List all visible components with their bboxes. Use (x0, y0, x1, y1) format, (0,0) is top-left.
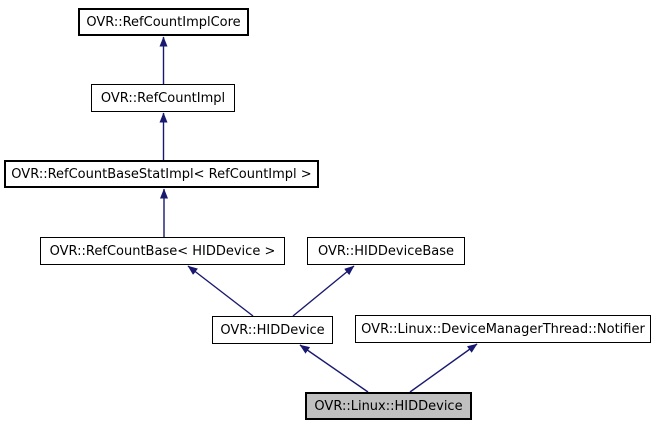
node-ovr-linux-hiddevice: OVR::Linux::HIDDevice (305, 392, 472, 420)
edge-linuxhiddevice-to-hiddevice (299, 344, 369, 393)
edge-linuxhiddevice-to-notifier (409, 343, 478, 393)
node-ovr-hiddevice[interactable]: OVR::HIDDevice (212, 316, 333, 344)
node-ovr-linux-devicemanagerthread-notifier[interactable]: OVR::Linux::DeviceManagerThread::Notifie… (355, 315, 651, 343)
node-ovr-hiddevicebase[interactable]: OVR::HIDDeviceBase (307, 237, 465, 265)
edge-hiddevice-to-hiddevicebase (292, 265, 355, 317)
node-ovr-refcountimpl[interactable]: OVR::RefCountImpl (91, 84, 235, 112)
node-ovr-refcountimplcore[interactable]: OVR::RefCountImplCore (78, 8, 249, 36)
node-ovr-refcountbase[interactable]: OVR::RefCountBase< HIDDevice > (40, 237, 285, 265)
edge-hiddevice-to-refcountbase (187, 265, 254, 317)
node-ovr-refcountbasestatimpl[interactable]: OVR::RefCountBaseStatImpl< RefCountImpl … (4, 160, 319, 188)
